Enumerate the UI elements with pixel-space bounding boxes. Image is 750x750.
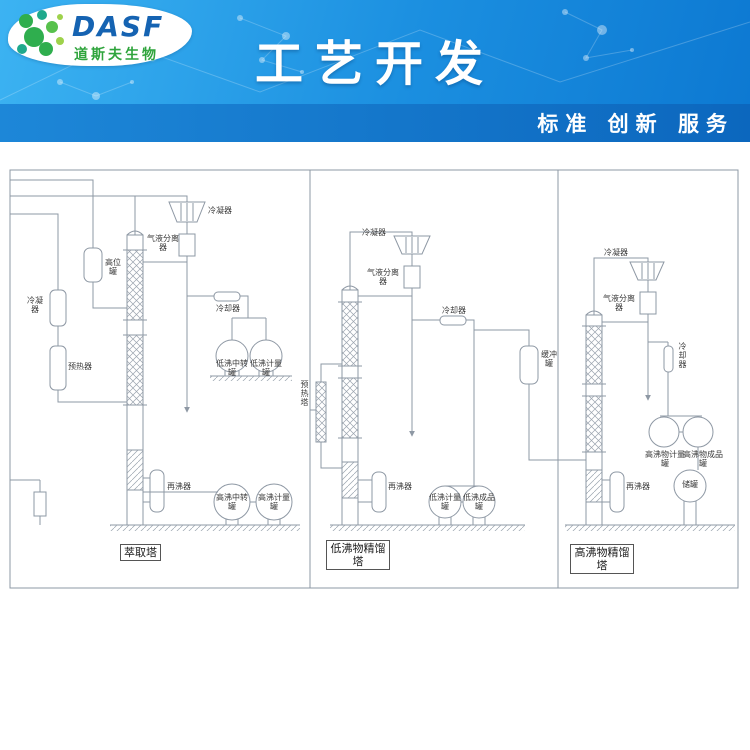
equipment-label-separator-1: 气液分离器 bbox=[147, 234, 179, 252]
tower-name-low-boiler-column: 低沸物精馏塔 bbox=[326, 540, 390, 570]
equipment-label-lowboiler-product-tank: 低沸成品罐 bbox=[463, 493, 495, 511]
slogan-text: 标准 创新 服务 bbox=[537, 112, 734, 136]
equipment-label-lowboiler-measuring-tank-2: 低沸计量罐 bbox=[429, 493, 461, 511]
tower-name-extraction: 萃取塔 bbox=[120, 544, 161, 561]
equipment-label-preheater: 预热器 bbox=[68, 362, 92, 371]
equipment-label-storage-tank: 储罐 bbox=[682, 480, 698, 489]
equipment-label-head-tank: 高位罐 bbox=[105, 258, 121, 276]
equipment-label-condenser-aux: 冷凝器 bbox=[27, 296, 43, 314]
extraction-tower-section bbox=[10, 179, 293, 526]
process-flow-diagram bbox=[9, 169, 739, 589]
equipment-label-lowboiler-measuring-tank: 低沸计量罐 bbox=[250, 359, 282, 377]
header-subband: 标准 创新 服务 bbox=[0, 104, 750, 142]
equipment-label-condenser-3: 冷凝器 bbox=[604, 248, 628, 257]
brand-subtitle: 道斯夫生物 bbox=[74, 47, 159, 63]
equipment-label-highboiler-measuring-tank-2: 高沸物计量罐 bbox=[645, 450, 685, 468]
equipment-label-reboiler-3: 再沸器 bbox=[626, 482, 650, 491]
process-flow-diagram-area: 冷凝器 气液分离器 高位罐 冷凝器 预热器 冷却器 低沸中转罐 低沸计量罐 再沸… bbox=[0, 150, 750, 750]
molecule-logo-icon bbox=[17, 10, 64, 56]
equipment-label-reboiler-1: 再沸器 bbox=[167, 482, 191, 491]
equipment-label-highboiler-product-tank: 高沸物成品罐 bbox=[683, 450, 723, 468]
high-boiler-column-section bbox=[582, 257, 714, 526]
equipment-label-separator-3: 气液分离器 bbox=[603, 294, 635, 312]
equipment-label-lowboiler-transfer-tank: 低沸中转罐 bbox=[216, 359, 248, 377]
equipment-label-preheat-column: 预热塔 bbox=[300, 380, 309, 407]
equipment-label-highboiler-transfer-tank: 高沸中转罐 bbox=[216, 493, 248, 511]
equipment-label-cooler-3: 冷却器 bbox=[678, 342, 687, 369]
low-boiler-column-section bbox=[310, 231, 586, 526]
company-logo: DASF 道斯夫生物 bbox=[8, 4, 192, 68]
equipment-label-buffer-tank: 缓冲罐 bbox=[541, 350, 557, 368]
equipment-label-separator-2: 气液分离器 bbox=[367, 268, 399, 286]
tower-name-high-boiler-column: 高沸物精馏塔 bbox=[570, 544, 634, 574]
equipment-label-condenser-2: 冷凝器 bbox=[362, 228, 386, 237]
ground-hatching bbox=[110, 375, 735, 531]
diagram-frame bbox=[9, 169, 739, 589]
brand-name: DASF bbox=[72, 10, 165, 43]
equipment-label-reboiler-2: 再沸器 bbox=[388, 482, 412, 491]
page-title: 工艺开发 bbox=[254, 36, 495, 92]
equipment-label-condenser-1: 冷凝器 bbox=[208, 206, 232, 215]
equipment-label-cooler-2: 冷却器 bbox=[442, 306, 466, 315]
equipment-label-cooler-1: 冷却器 bbox=[216, 304, 240, 313]
equipment-label-highboiler-measuring-tank-1: 高沸计量罐 bbox=[258, 493, 290, 511]
header-banner: DASF 道斯夫生物 工艺开发 bbox=[0, 0, 750, 104]
